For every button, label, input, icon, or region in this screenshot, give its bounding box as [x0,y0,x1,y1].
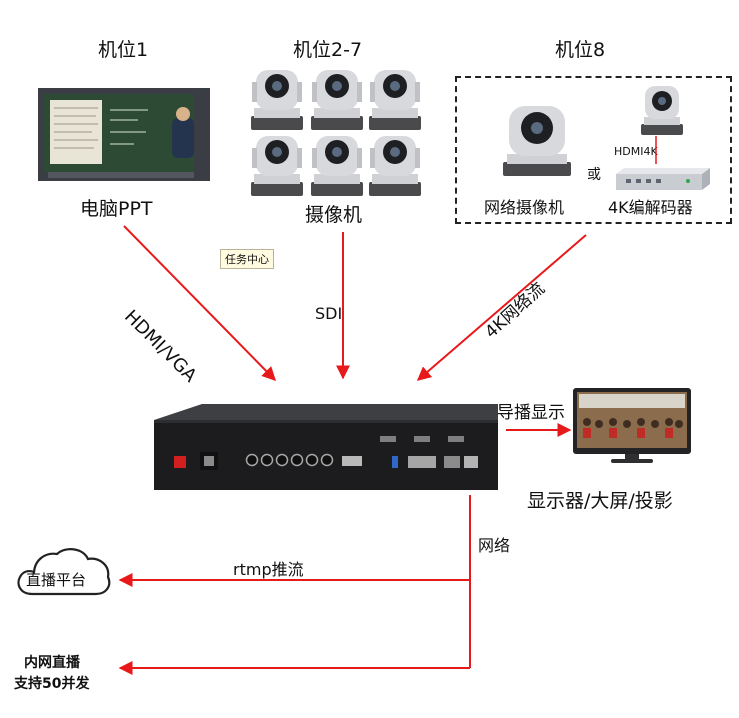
cloud-icon [17,548,111,596]
rtmp-push-label: rtmp推流 [233,560,304,579]
concurrency-label: 支持50并发 [14,676,90,692]
classroom-ppt-image [38,88,210,181]
network-label: 网络 [478,536,511,555]
director-display-label: 导播显示 [497,403,565,423]
director-switcher-device [154,404,498,490]
intranet-live-label: 内网直播 [24,655,80,671]
small-camera-icon [641,86,683,135]
position-2-7-title: 机位2-7 [293,39,363,61]
network-camera-icon [503,106,571,176]
network-camera-label: 网络摄像机 [484,198,565,217]
position-1-title: 机位1 [98,39,149,61]
position-8-title: 机位8 [555,39,606,61]
display-output-label: 显示器/大屏/投影 [527,490,673,512]
live-platform-label: 直播平台 [26,571,87,589]
encoder-label: 4K编解码器 [608,198,693,217]
sdi-label: SDI [315,304,343,323]
position-8-group [455,76,732,224]
task-center-badge: 任务中心 [220,249,274,269]
position-2-7-caption: 摄像机 [305,204,363,226]
monitor-icon [573,388,691,463]
position-1-caption: 电脑PPT [80,198,153,220]
hdmi4k-label: HDMI4K [614,145,658,158]
or-label: 或 [587,167,601,183]
encoder-device-icon [616,168,710,190]
